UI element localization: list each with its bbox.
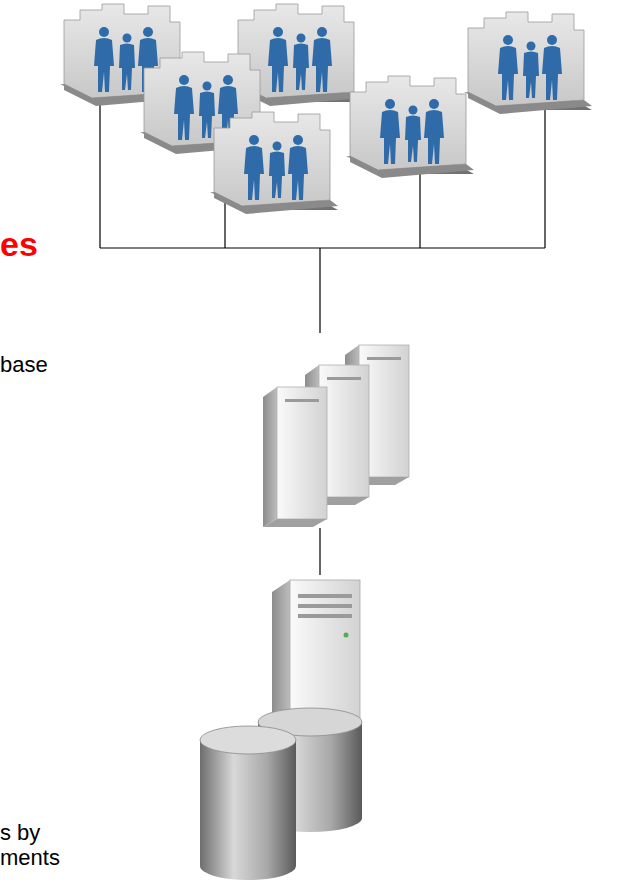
workgroup-icons	[60, 4, 592, 214]
text-fragment: s by	[0, 821, 40, 845]
heading-fragment: es	[0, 226, 38, 263]
database-cylinders	[200, 708, 362, 880]
text-fragment: ments	[0, 846, 60, 870]
network-wires	[100, 90, 545, 575]
server-towers	[263, 345, 409, 527]
text-fragment: base	[0, 353, 48, 377]
